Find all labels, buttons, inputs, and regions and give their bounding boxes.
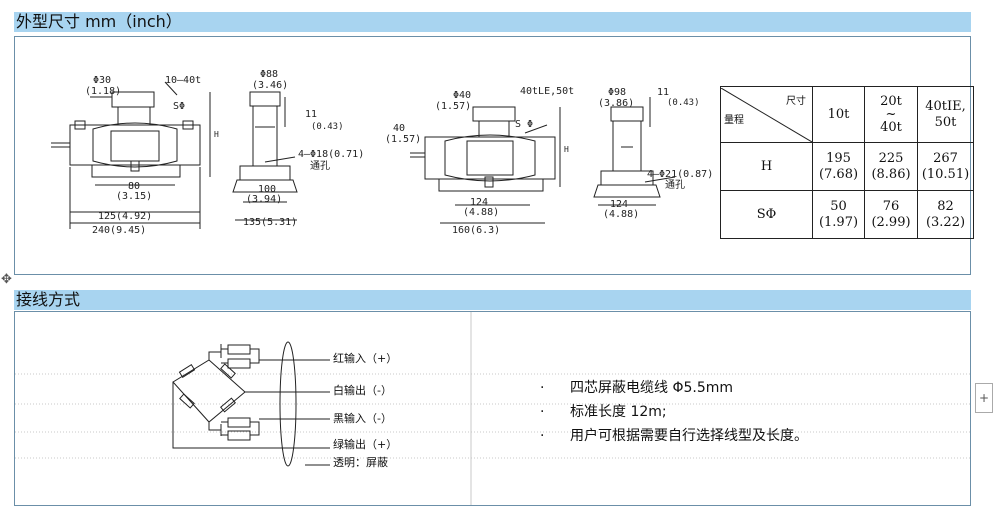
wire-label-black: 黑输入（-） <box>333 412 392 425</box>
note-item: ·四芯屏蔽电缆线 Φ5.5mm <box>540 380 734 396</box>
label-dim11-large-inch: (0.43) <box>667 98 700 108</box>
label-through-small: 通孔 <box>310 160 330 172</box>
label-sphi-large: S Φ <box>515 119 533 130</box>
label-dim11-small: 11 <box>305 109 317 120</box>
drawing-side-large <box>593 97 676 206</box>
label-sphi-small: SΦ <box>173 101 185 112</box>
spec-header-range: 量程 <box>724 114 744 126</box>
spec-row-label: H <box>720 142 813 191</box>
spec-header-size: 尺寸 <box>786 95 806 107</box>
spec-col-40tie: 40tIE, <box>925 98 966 114</box>
drawing-side-small <box>232 91 298 221</box>
label-dim11-small-inch: (0.43) <box>311 122 344 132</box>
spec-cell: 267(10.51) <box>917 142 974 191</box>
wire-label-red: 红输入（+） <box>333 352 398 365</box>
label-dim124-front: 124 <box>470 197 488 208</box>
label-phi30: Φ30 <box>93 75 111 86</box>
label-phi30-inch: (1.18) <box>85 86 121 97</box>
label-phi88-inch: (3.46) <box>252 80 288 91</box>
spec-col-40t: 40t <box>880 120 902 135</box>
label-h-small: H <box>214 130 219 139</box>
label-dim135: 135(5.31) <box>243 217 297 228</box>
label-phi40: Φ40 <box>453 90 471 101</box>
spec-row-label: SΦ <box>720 190 813 239</box>
wire-label-shield: 透明：屏蔽 <box>333 456 388 469</box>
section-title-dimensions: 外型尺寸 mm（inch） <box>14 12 971 32</box>
label-dim100: 100 <box>258 184 276 195</box>
spec-cell: 225(8.86) <box>864 142 918 191</box>
spec-col-tilde: ~ <box>885 107 897 122</box>
label-phi40-inch: (1.57) <box>435 101 471 112</box>
spec-table: 尺寸 量程 10t 20t ~ 40t 40tIE, 50t H 195(7.6… <box>720 86 974 239</box>
note-item: ·标准长度 12m; <box>540 404 667 420</box>
dimension-drawings: Φ30 (1.18) 10–40t SΦ 80 (3.15) 125(4.92)… <box>51 69 713 236</box>
table-move-icon[interactable]: ✥ <box>1 272 12 287</box>
label-dim124-front-inch: (4.88) <box>463 207 499 218</box>
label-dim40-inch: (1.57) <box>385 134 421 145</box>
wiring-panel: 红输入（+） 白输出（-） 黑输入（-） 绿输出（+） 透明：屏蔽 <box>14 311 971 506</box>
spec-col-50t: 50t <box>934 114 957 130</box>
spec-row-sphi: SΦ 50(1.97) 76(2.99) 82(3.22) <box>720 190 974 239</box>
wire-label-green: 绿输出（+） <box>333 438 398 451</box>
spec-cell: 50(1.97) <box>812 190 865 239</box>
label-dim240: 240(9.45) <box>92 225 146 236</box>
spec-cell: 82(3.22) <box>917 190 974 239</box>
section-title-wiring: 接线方式 <box>14 290 971 310</box>
label-dim40: 40 <box>393 123 405 134</box>
label-through-large: 通孔 <box>665 179 685 191</box>
label-dim160: 160(6.3) <box>452 225 500 236</box>
label-dim80-inch: (3.15) <box>116 191 152 202</box>
label-phi88: Φ88 <box>260 69 278 80</box>
label-hole-large: 4–Φ21(0.87) <box>647 169 713 180</box>
spec-col-20t: 20t <box>880 94 902 109</box>
label-dim124-side: 124 <box>610 199 628 210</box>
spec-header-corner: 尺寸 量程 <box>720 86 813 143</box>
label-dim124-side-inch: (4.88) <box>603 209 639 220</box>
label-dim125: 125(4.92) <box>98 211 152 222</box>
label-h-large: H <box>564 145 569 154</box>
spec-col-10t: 10t <box>812 86 865 143</box>
add-column-button[interactable]: + <box>975 383 993 413</box>
label-dim100-inch: (3.94) <box>246 194 282 205</box>
spec-cell: 195(7.68) <box>812 142 865 191</box>
note-item: ·用户可根据需要自行选择线型及长度。 <box>540 428 808 444</box>
label-capacity-small: 10–40t <box>165 75 201 86</box>
cable-notes: ·四芯屏蔽电缆线 Φ5.5mm ·标准长度 12m; ·用户可根据需要自行选择线… <box>540 376 808 448</box>
spec-col-40tie-50t: 40tIE, 50t <box>917 86 974 143</box>
drawing-front-large <box>410 106 561 224</box>
spec-col-20-40t: 20t ~ 40t <box>864 86 918 143</box>
spec-row-h: H 195(7.68) 225(8.86) 267(10.51) <box>720 142 974 191</box>
label-hole-small: 4–Φ18(0.71) <box>298 149 364 160</box>
wiring-diagram <box>15 312 970 505</box>
wire-label-white: 白输出（-） <box>333 384 392 397</box>
label-phi98-inch: (3.86) <box>598 98 634 109</box>
label-dim11-large: 11 <box>657 87 669 98</box>
label-capacity-large: 40tLE,50t <box>520 86 574 97</box>
drawing-front-small <box>51 81 211 229</box>
spec-cell: 76(2.99) <box>864 190 918 239</box>
label-phi98: Φ98 <box>608 87 626 98</box>
label-dim80: 80 <box>128 181 140 192</box>
